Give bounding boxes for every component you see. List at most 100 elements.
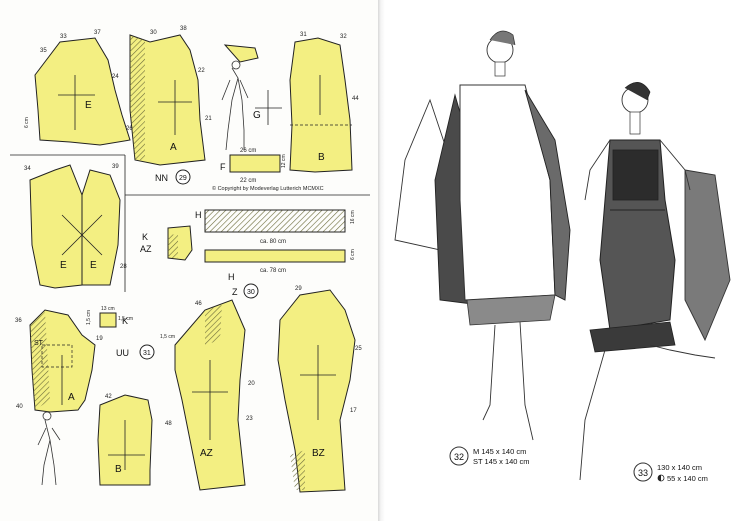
size-number: 39 [112,164,119,170]
piece-label-e-top: E [85,100,92,111]
page-gutter [378,0,385,521]
model-32-line1: M 145 x 140 cm [473,447,526,456]
pattern-sheet-page: E A G B F E E K AZ H H K ST A B AZ BZ NN… [10,26,370,493]
grain-line [61,214,103,256]
piece-label-b-top: B [318,152,325,163]
measure-f-height: 12 cm [281,154,287,168]
measure-h2-length: ca. 78 cm [260,268,286,274]
group-label-uu: UU [116,348,129,358]
group-number-31: 31 [143,350,151,357]
pattern-piece-f [229,154,281,173]
pocket-outline [41,344,73,368]
pattern-piece-b-top [289,37,353,173]
measure-k-height1: 1,5 cm [118,316,133,322]
group-badge-29 [175,169,191,185]
half-circle-icon [657,474,665,482]
size-number: 29 [295,286,302,292]
pattern-piece-a-top [129,34,206,166]
size-number: 30 [150,30,157,36]
size-number: 35 [40,48,47,54]
group-badge-30 [243,283,259,299]
measure-f-width: 26 cm [240,148,256,154]
size-number: 38 [180,26,187,32]
measure-k-width: 13 cm [101,306,115,312]
pattern-piece-h-top [204,209,346,233]
size-number: 26 [126,126,133,132]
measure-h2-height: 6 cm [350,249,356,260]
piece-label-e-left: E [60,260,67,271]
piece-label-az: AZ [200,448,213,459]
size-number: 48 [165,421,172,427]
model-number-badge-33 [633,462,653,482]
piece-label-bz: BZ [312,448,325,459]
size-number: 25 [355,346,362,352]
size-number: 24 [112,74,119,80]
hatched-facing [130,35,145,160]
model-number-33: 33 [638,468,648,478]
figure-sketch-bottom [37,419,61,486]
size-number: 33 [60,34,67,40]
pattern-piece-e-top [34,37,131,146]
figure-sketch-top [221,67,249,151]
measure-h1-height: 16 cm [350,210,356,224]
size-number: 37 [94,30,101,36]
size-number: 31 [300,32,307,38]
pattern-piece-h-bottom [204,249,346,263]
size-number: 21 [205,116,212,122]
piece-label-k: K [142,232,148,242]
model-33-line2: 55 x 140 cm [667,474,708,483]
measure-f-bottom: 22 cm [240,178,256,184]
piece-label-h-top: H [195,210,202,220]
model-32-line2: ST 145 x 140 cm [473,457,530,466]
size-number: 19 [96,336,103,342]
hatched-facing [30,312,50,410]
pattern-piece-k-small [99,312,117,328]
group-number-30: 30 [247,289,255,296]
model-33-line1: 130 x 140 cm [657,463,702,472]
group-label-nn: NN [155,173,168,183]
piece-label-g: G [253,110,261,121]
group-number-29: 29 [179,175,187,182]
size-number: 20 [248,381,255,387]
piece-label-a-bottom: A [68,392,75,403]
size-number: 32 [340,34,347,40]
piece-label-h-bottom: H [228,272,235,282]
illustration-svg: 32 M 145 x 140 cm ST 145 x 140 cm 33 130… [394,30,731,483]
hatched-facing [205,305,222,345]
size-number: 40 [16,404,23,410]
size-number: 46 [195,301,202,307]
size-number: 28 [120,264,127,270]
measure-k-height2: 1,5 cm [86,310,92,325]
piece-label-az-small: AZ [140,244,152,254]
pattern-piece-e-left [29,164,83,289]
model-number-32: 32 [454,452,464,462]
piece-label-k-small: K [122,316,128,326]
measure-e-side: 6 cm [24,117,30,128]
size-number: 44 [352,96,359,102]
group-badge-31 [139,344,155,360]
hatched-facing [290,450,305,490]
pattern-piece-g-top [223,44,259,63]
size-number: 17 [350,408,357,414]
piece-label-st: ST [34,340,44,347]
pattern-piece-e-right [81,169,121,286]
size-number: 34 [24,166,31,172]
pattern-piece-bz [277,289,356,493]
piece-label-a-top: A [170,142,177,153]
illustration-page: 32 M 145 x 140 cm ST 145 x 140 cm 33 130… [385,0,735,521]
model-32-illustration [394,30,571,441]
group-label-z: Z [232,287,238,297]
pattern-sheet-svg: E A G B F E E K AZ H H K ST A B AZ BZ NN… [10,26,370,493]
hatched-facing [168,234,178,258]
measure-h1-length: ca. 80 cm [260,239,286,245]
measure-az-mark: 1,5 cm [160,334,175,340]
size-number: 42 [105,394,112,400]
piece-label-f: F [220,162,226,172]
model-number-badge-32 [449,446,469,466]
piece-label-b-bottom: B [115,464,122,475]
model-33-illustration [579,82,731,481]
copyright-text: © Copyright by Modeverlag Lutterich MCMX… [212,185,324,192]
piece-label-e-right: E [90,260,97,271]
size-number: 23 [246,416,253,422]
